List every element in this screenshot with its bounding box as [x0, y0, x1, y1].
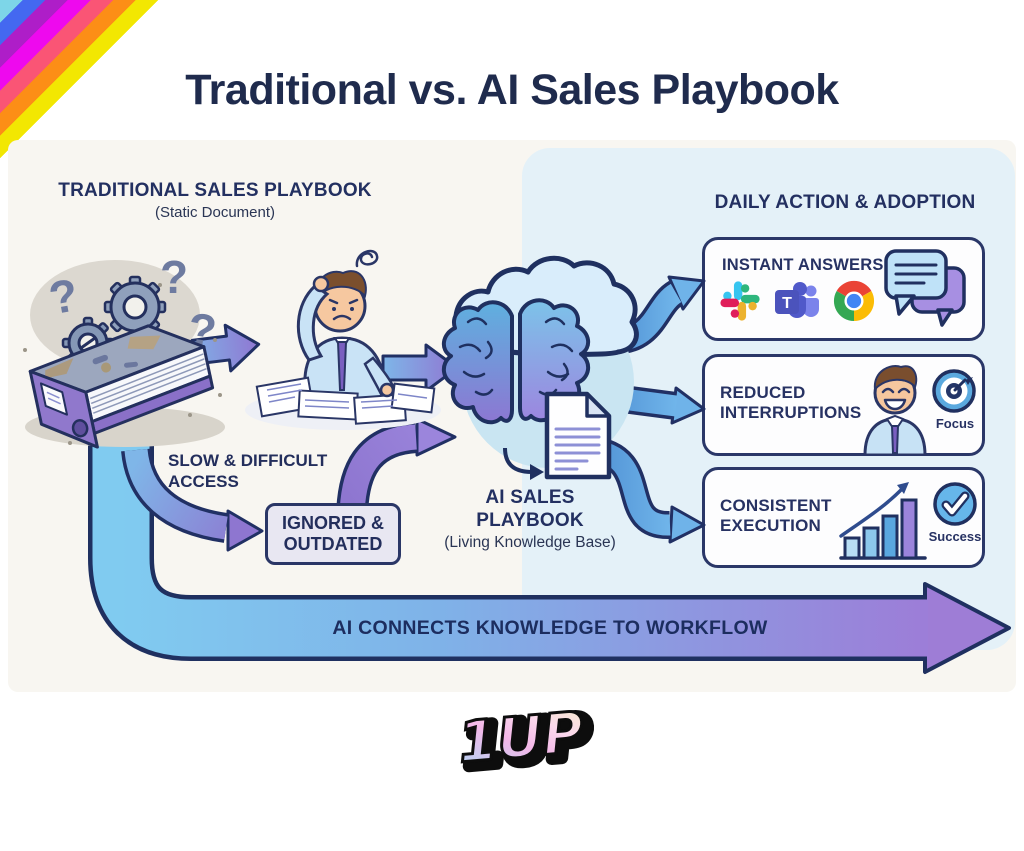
ai-playbook-subheading: (Living Knowledge Base)	[444, 534, 616, 551]
old-binder-illustration: ? ? ?	[23, 251, 225, 449]
brain-left-icon	[442, 300, 514, 425]
happy-salesperson-illustration	[863, 365, 927, 455]
traditional-subheading: (Static Document)	[154, 204, 276, 221]
slow-difficult-access-label: SLOW & DIFFICULT ACCESS	[168, 451, 328, 492]
workflow-arrow-label: AI CONNECTS KNOWLEDGE TO WORKFLOW	[332, 617, 768, 639]
ai-brain-cloud-illustration	[442, 255, 639, 480]
arrow-binder-to-ignored	[121, 447, 264, 552]
brain-right-icon	[518, 298, 590, 423]
svg-text:T: T	[782, 295, 792, 312]
reduced-interruptions-label: REDUCED INTERRUPTIONS	[720, 383, 862, 423]
chat-bubbles-icon	[884, 249, 966, 327]
consistent-execution-box: CONSISTENT EXECUTION Success	[702, 467, 985, 568]
instant-answers-label: INSTANT ANSWERS	[722, 256, 884, 274]
stress-scribble-icon	[355, 249, 379, 268]
svg-text:1UP: 1UP	[456, 700, 587, 776]
daily-action-heading: DAILY ACTION & ADOPTION	[714, 192, 976, 213]
ignored-outdated-label: IGNORED & OUTDATED	[281, 513, 384, 554]
focus-target-icon	[932, 369, 976, 413]
svg-text:?: ?	[160, 251, 188, 303]
page-title: Traditional vs. AI Sales Playbook	[185, 66, 839, 114]
ai-playbook-heading: AI SALES PLAYBOOK	[476, 487, 584, 531]
instant-answers-box: INSTANT ANSWERS T	[702, 237, 985, 341]
stressed-salesperson-illustration	[245, 249, 441, 430]
chrome-icon	[833, 280, 875, 322]
teams-icon: T	[775, 282, 819, 318]
growth-bar-chart-icon	[839, 482, 927, 560]
focus-label: Focus	[935, 416, 975, 431]
reduced-interruptions-box: REDUCED INTERRUPTIONS Focus	[702, 354, 985, 456]
consistent-execution-label: CONSISTENT EXECUTION	[720, 496, 832, 536]
success-label: Success	[928, 529, 982, 544]
slack-icon	[720, 281, 760, 321]
ignored-outdated-box: IGNORED & OUTDATED	[265, 503, 401, 565]
traditional-heading: TRADITIONAL SALES PLAYBOOK	[58, 180, 372, 201]
brand-logo: 1UP 1UP	[454, 699, 599, 787]
playbook-document-icon	[544, 391, 612, 480]
app-icon-row: T	[719, 280, 875, 322]
success-check-icon	[933, 482, 977, 526]
